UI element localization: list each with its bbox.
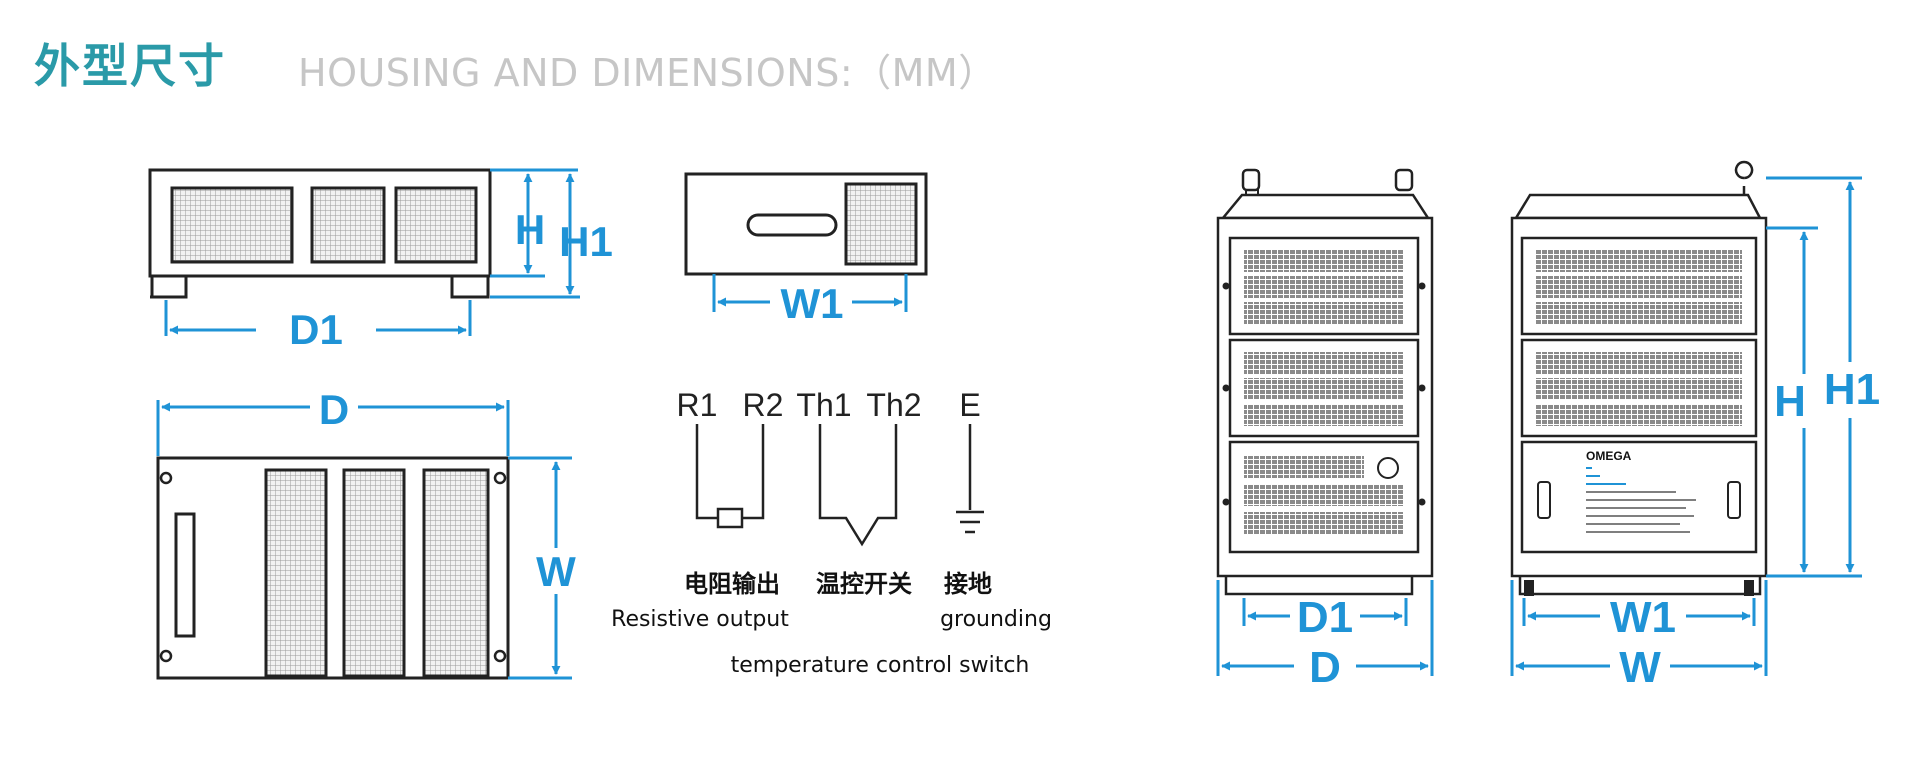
side-view	[148, 168, 580, 336]
page-title-cn: 外型尺寸	[34, 39, 226, 93]
terminal-r1: R1	[677, 387, 718, 423]
cabinet2-w1-label: W1	[1610, 593, 1676, 642]
front-handle	[746, 213, 838, 237]
dim-h-label: H	[515, 206, 545, 253]
cabinet1-d-label: D	[1309, 643, 1341, 692]
caption-ground-cn: 接地	[944, 570, 992, 598]
top-vent-panel	[264, 468, 328, 678]
top-view	[156, 400, 572, 680]
resistor-wire	[695, 424, 765, 520]
cabinet2-h1-label: H1	[1824, 365, 1880, 414]
caption-temp-en: temperature control switch	[731, 653, 1030, 678]
side-vent-panel	[170, 186, 294, 264]
dim-h1-label: H1	[559, 218, 613, 265]
cabinet2-h-label: H	[1774, 377, 1806, 426]
side-vent-panel	[394, 186, 478, 264]
caption-temp-cn: 温控开关	[816, 570, 912, 598]
front-view	[684, 172, 928, 312]
terminal-r2: R2	[743, 387, 784, 423]
resistor-symbol	[716, 507, 744, 529]
dim-w-label: W	[536, 548, 576, 595]
caption-ground-en: grounding	[940, 607, 1052, 632]
foot	[150, 276, 188, 299]
ground-symbol	[956, 424, 984, 534]
cabinet2-w-label: W	[1619, 643, 1661, 692]
dim-d1-label: D1	[289, 306, 343, 353]
front-vent-panel	[844, 182, 918, 266]
side-vent-panel	[310, 186, 386, 264]
cabinet-side-view	[1510, 160, 1862, 676]
dim-d-label: D	[319, 386, 349, 433]
terminal-th1: Th1	[796, 387, 851, 423]
caption-resistive-en: Resistive output	[611, 607, 789, 632]
cabinet-front-view	[1216, 168, 1434, 676]
page-title-en: HOUSING AND DIMENSIONS:（MM）	[298, 51, 997, 95]
top-vent-panel	[342, 468, 406, 678]
cabinet1-d1-label: D1	[1297, 593, 1353, 642]
caption-resistive-cn: 电阻输出	[684, 570, 780, 598]
top-vent-panel	[422, 468, 490, 678]
foot	[450, 276, 490, 299]
cabinet-brand-label: OMEGA	[1586, 449, 1632, 463]
terminal-th2: Th2	[866, 387, 921, 423]
terminal-e: E	[959, 387, 980, 423]
dim-w1-label: W1	[781, 280, 844, 327]
terminal-schematic	[695, 424, 984, 547]
thermal-switch-symbol	[818, 424, 898, 547]
top-handle	[174, 512, 196, 638]
